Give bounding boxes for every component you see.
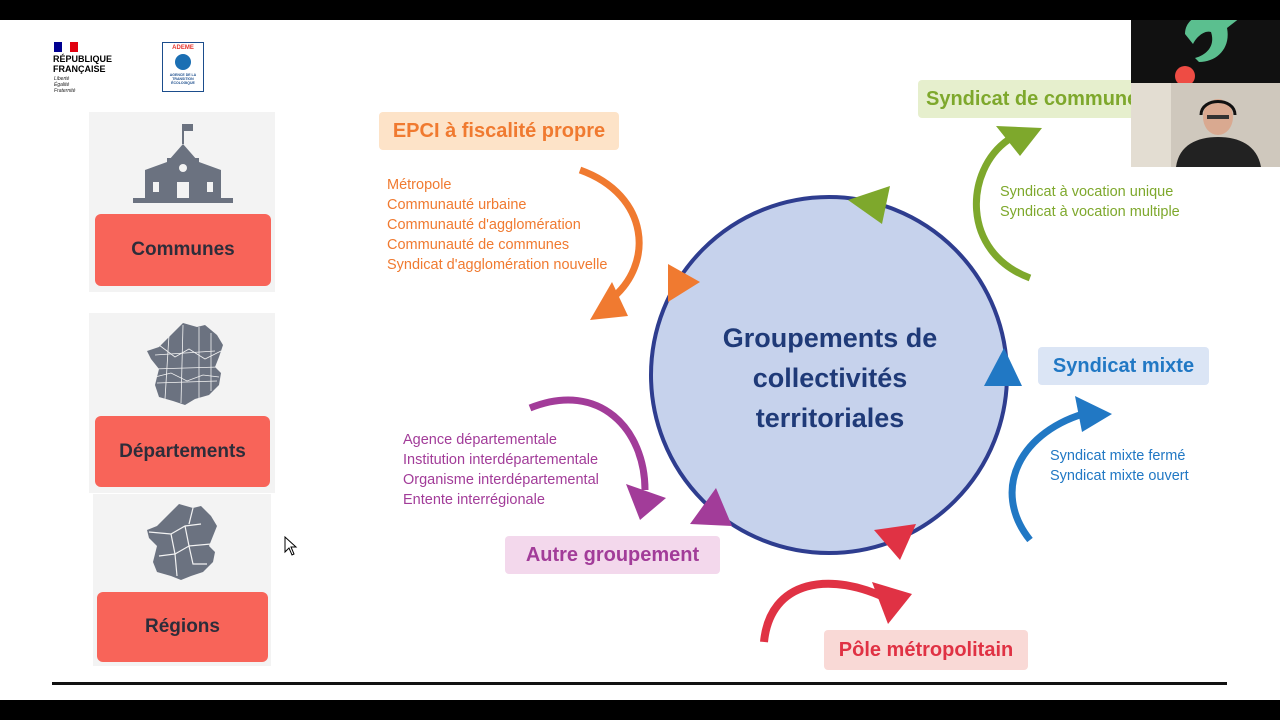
list-item: Entente interrégionale <box>403 490 599 510</box>
list-item: Communauté d'agglomération <box>387 215 607 235</box>
autre-groupement-title-label: Autre groupement <box>526 544 699 567</box>
presentation-slide: RÉPUBLIQUE FRANÇAISE Liberté Égalité Fra… <box>0 20 1280 700</box>
hub-title: Groupements de collectivités territorial… <box>700 318 960 438</box>
epci-list: Métropole Communauté urbaine Communauté … <box>387 175 607 275</box>
list-item: Communauté urbaine <box>387 195 607 215</box>
bottom-black-bar <box>0 700 1280 720</box>
autre-groupement-list: Agence départementale Institution interd… <box>403 430 599 510</box>
pole-metropolitain-title-label: Pôle métropolitain <box>839 639 1013 662</box>
syndicat-communes-list: Syndicat à vocation unique Syndicat à vo… <box>1000 182 1180 222</box>
epci-title-label: EPCI à fiscalité propre <box>393 120 605 143</box>
epci-title: EPCI à fiscalité propre <box>379 112 619 150</box>
participant-tile-camera[interactable] <box>1131 83 1280 167</box>
list-item: Syndicat d'agglomération nouvelle <box>387 255 607 275</box>
pole-metropolitain-title: Pôle métropolitain <box>824 630 1028 670</box>
list-item: Institution interdépartementale <box>403 450 599 470</box>
syndicat-mixte-title-label: Syndicat mixte <box>1053 355 1194 378</box>
list-item: Syndicat à vocation multiple <box>1000 202 1180 222</box>
top-black-bar <box>0 0 1280 20</box>
syndicat-communes-title-label: Syndicat de communes <box>926 88 1149 111</box>
list-item: Communauté de communes <box>387 235 607 255</box>
syndicat-mixte-list: Syndicat mixte fermé Syndicat mixte ouve… <box>1050 446 1189 486</box>
list-item: Métropole <box>387 175 607 195</box>
list-item: Agence départementale <box>403 430 599 450</box>
list-item: Syndicat mixte fermé <box>1050 446 1189 466</box>
list-item: Organisme interdépartemental <box>403 470 599 490</box>
slide-divider <box>52 682 1227 685</box>
participant-tile-logo[interactable] <box>1131 20 1280 83</box>
list-item: Syndicat à vocation unique <box>1000 182 1180 202</box>
person-video-icon <box>1131 83 1280 167</box>
syndicat-mixte-title: Syndicat mixte <box>1038 347 1209 385</box>
bird-logo-icon <box>1155 20 1255 83</box>
autre-groupement-title: Autre groupement <box>505 536 720 574</box>
list-item: Syndicat mixte ouvert <box>1050 466 1189 486</box>
